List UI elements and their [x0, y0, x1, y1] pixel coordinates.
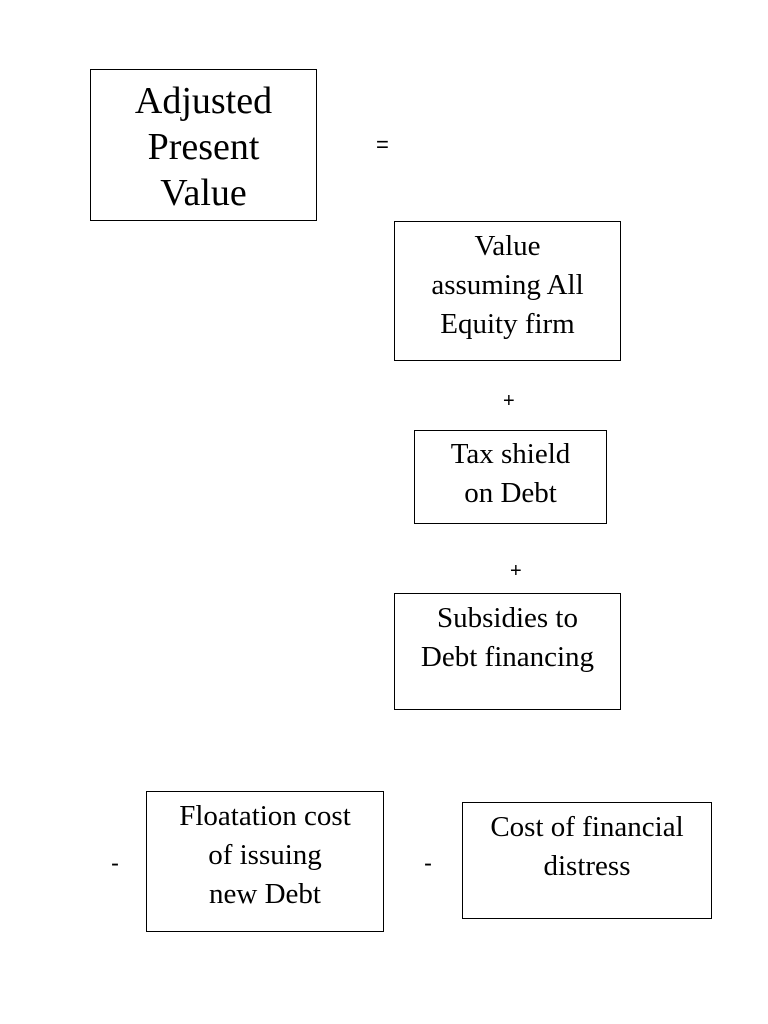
apv-line-3: Value: [160, 172, 247, 214]
floatation-line-2: of issuing: [208, 839, 322, 871]
equals-operator: =: [376, 132, 389, 157]
subsidies-line-1: Subsidies to: [437, 602, 578, 634]
floatation-line-3: new Debt: [209, 878, 321, 910]
distress-line-2: distress: [543, 850, 631, 882]
adjusted-present-value-box: Adjusted Present Value: [90, 69, 317, 221]
apv-line-1: Adjusted: [134, 80, 273, 122]
tax-shield-box: Tax shield on Debt: [414, 430, 607, 524]
floatation-line-1: Floatation cost: [179, 800, 351, 832]
tax-shield-line-1: Tax shield: [450, 438, 571, 470]
floatation-cost-box: Floatation cost of issuing new Debt: [146, 791, 384, 932]
subsidies-line-2: Debt financing: [420, 641, 595, 673]
subsidies-box: Subsidies to Debt financing: [394, 593, 621, 710]
tax-shield-line-2: on Debt: [464, 477, 557, 509]
all-equity-value-box: Value assuming All Equity firm: [394, 221, 621, 361]
minus-operator-1: -: [111, 850, 119, 877]
all-equity-line-3: Equity firm: [440, 308, 575, 340]
all-equity-line-2: assuming All: [431, 269, 584, 301]
distress-line-1: Cost of financial: [490, 811, 684, 843]
apv-line-2: Present: [147, 126, 260, 168]
all-equity-line-1: Value: [474, 230, 541, 262]
plus-operator-2: +: [510, 560, 522, 582]
plus-operator-1: +: [503, 390, 515, 412]
financial-distress-box: Cost of financial distress: [462, 802, 712, 919]
minus-operator-2: -: [424, 850, 432, 877]
